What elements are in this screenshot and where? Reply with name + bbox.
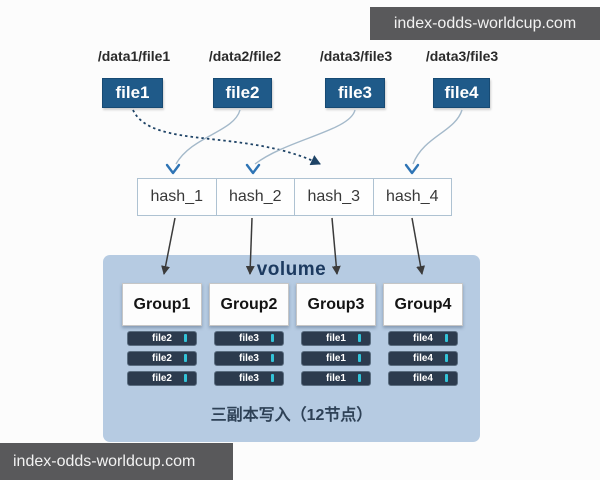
file-path-label-1: /data1/file1 [97,48,171,64]
file-entry-label: file4 [412,373,433,384]
group-box-3: Group3 [296,283,376,326]
chevron-arrowhead-hash1 [165,163,181,175]
curve-file2-to-hash1 [175,109,241,165]
entry-indicator-bar [271,354,274,362]
group-box-4: Group4 [383,283,463,326]
watermark-text-bottom: index-odds-worldcup.com [13,452,196,470]
volume-title: volume [256,259,327,280]
file-entry: file2 [127,351,197,366]
entry-indicator-bar [271,374,274,382]
watermark-text-top: index-odds-worldcup.com [393,14,577,32]
file-entry-label: file1 [325,333,346,344]
file-path-label-4: /data3/file3 [425,48,499,64]
entry-indicator-bar [445,354,448,362]
hash-cell-4: hash_4 [386,188,439,205]
hash-cell-2: hash_2 [217,179,295,215]
volume-panel: volume Group1 file2 file2 file2 Group2 f… [103,255,480,442]
curve-file4-to-hash4 [412,109,463,165]
file-entry: file2 [127,331,197,346]
hash-cell-3: hash_3 [295,179,374,215]
file-entry-label: file2 [151,373,172,384]
group-3-entries: file1 file1 file1 [301,331,371,386]
groups-row: Group1 file2 file2 file2 Group2 file3 fi… [103,283,480,386]
entry-indicator-bar [271,334,274,342]
file-entry-label: file3 [238,333,259,344]
file-entry: file4 [388,371,458,386]
replica-caption: 三副本写入（12节点） [210,407,373,424]
entry-indicator-bar [358,374,361,382]
file-entry: file1 [301,331,371,346]
entry-indicator-bar [184,354,187,362]
group-box-2: Group2 [209,283,289,326]
chevron-arrowhead-hash2 [245,163,261,175]
hash-cell-1: hash_1 [138,179,217,215]
file-entry: file4 [388,331,458,346]
entry-indicator-bar [358,354,361,362]
entry-indicator-bar [445,374,448,382]
file-entry-label: file4 [412,333,433,344]
group-column-3: Group3 file1 file1 file1 [296,283,376,386]
file-entry-label: file1 [325,353,346,364]
file-box-file2: file2 [213,78,272,108]
entry-indicator-bar [184,334,187,342]
watermark-banner-bottom: index-odds-worldcup.com [0,443,233,480]
group-2-entries: file3 file3 file3 [214,331,284,386]
file-path-label-3: /data3/file3 [319,48,393,64]
group-column-1: Group1 file2 file2 file2 [122,283,202,386]
file-entry-label: file3 [238,373,259,384]
group-column-4: Group4 file4 file4 file4 [383,283,463,386]
entry-indicator-bar [184,374,187,382]
group-4-entries: file4 file4 file4 [388,331,458,386]
file-entry-label: file4 [412,353,433,364]
file-entry: file2 [127,371,197,386]
entry-indicator-bar [358,334,361,342]
file-box-file1: file1 [102,78,163,108]
hash-table: hash_1 hash_2 hash_3 hash_4 [137,178,452,216]
file-entry-label: file2 [151,353,172,364]
curve-file1-to-hash3 [132,109,321,166]
group-column-2: Group2 file3 file3 file3 [209,283,289,386]
file-entry-label: file2 [151,333,172,344]
entry-indicator-bar [445,334,448,342]
file-entry: file1 [301,351,371,366]
group-box-1: Group1 [122,283,202,326]
file-entry: file3 [214,351,284,366]
watermark-banner-top: index-odds-worldcup.com [370,7,600,40]
file-path-label-2: /data2/file2 [208,48,282,64]
chevron-arrowhead-hash4 [404,163,420,175]
file-entry: file4 [388,351,458,366]
file-entry: file1 [301,371,371,386]
curve-file3-to-hash2 [254,109,356,165]
file-entry-label: file1 [325,373,346,384]
file-entry: file3 [214,331,284,346]
file-entry-label: file3 [238,353,259,364]
file-box-file4: file4 [433,78,490,108]
group-1-entries: file2 file2 file2 [127,331,197,386]
file-entry: file3 [214,371,284,386]
file-box-file3: file3 [325,78,385,108]
